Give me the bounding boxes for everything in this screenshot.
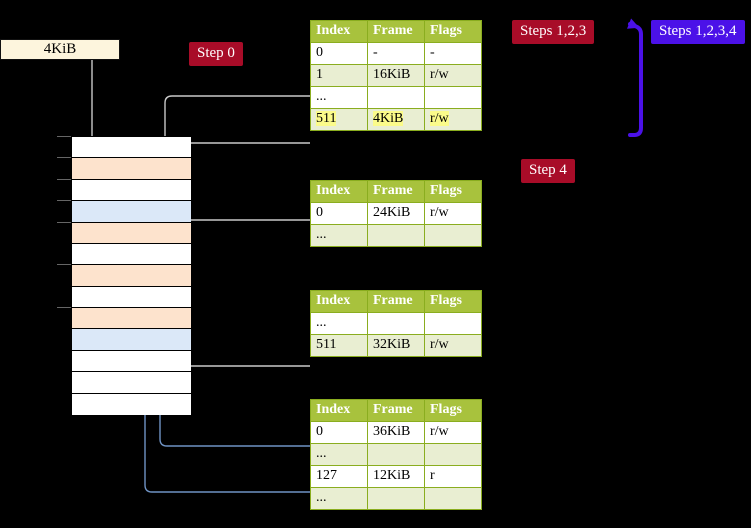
table-cell: 16KiB bbox=[367, 64, 425, 87]
table-row: ... bbox=[310, 443, 482, 466]
memory-frame-row bbox=[72, 137, 191, 159]
table-cell bbox=[424, 224, 482, 247]
column-header-flags: Flags bbox=[424, 180, 482, 203]
table-cell: 511 bbox=[310, 334, 368, 357]
table-cell: r/w bbox=[424, 421, 482, 444]
table-cell: r bbox=[424, 465, 482, 488]
memory-frame-row bbox=[72, 265, 191, 287]
table-cell bbox=[424, 86, 482, 109]
table-row: ... bbox=[310, 487, 482, 510]
column-header-frame: Frame bbox=[367, 180, 425, 203]
table-row: ... bbox=[310, 312, 482, 335]
memory-frame-row bbox=[72, 158, 191, 180]
column-header-index: Index bbox=[310, 180, 368, 203]
memory-frame-row bbox=[72, 243, 191, 266]
table-row: ... bbox=[310, 224, 482, 247]
memory-frame-row bbox=[72, 286, 191, 309]
table-cell: r/w bbox=[424, 64, 482, 87]
column-header-flags: Flags bbox=[424, 399, 482, 422]
memory-boundary-tick bbox=[57, 264, 71, 266]
column-header-index: Index bbox=[310, 399, 368, 422]
table-cell bbox=[367, 443, 425, 466]
table-cell: - bbox=[367, 42, 425, 65]
table-cell: 36KiB bbox=[367, 421, 425, 444]
badge-step-0: Step 0 bbox=[189, 42, 243, 66]
memory-boundary-tick bbox=[57, 307, 71, 309]
column-header-flags: Flags bbox=[424, 20, 482, 43]
memory-boundary-tick bbox=[57, 136, 71, 137]
badge-steps-123: Steps 1,2,3 bbox=[512, 20, 595, 44]
table-cell bbox=[367, 224, 425, 247]
highlighted-value: r/w bbox=[430, 111, 449, 126]
table-cell: ... bbox=[310, 443, 368, 466]
table-cell: ... bbox=[310, 487, 368, 510]
table-cell: 0 bbox=[310, 202, 368, 225]
memory-frame-row bbox=[72, 201, 191, 223]
table-cell: 127 bbox=[310, 465, 368, 488]
memory-frame-row bbox=[72, 222, 191, 244]
column-header-index: Index bbox=[310, 290, 368, 313]
physical-memory-column bbox=[71, 136, 191, 415]
memory-frame-row bbox=[72, 329, 191, 351]
table-cell: 32KiB bbox=[367, 334, 425, 357]
table-row: 0-- bbox=[310, 42, 482, 65]
memory-frame-row bbox=[72, 308, 191, 330]
table-cell: - bbox=[424, 42, 482, 65]
column-header-index: Index bbox=[310, 20, 368, 43]
frame-size-caption: 4KiB bbox=[0, 39, 120, 60]
memory-boundary-tick bbox=[57, 157, 71, 159]
memory-boundary-tick bbox=[57, 200, 71, 202]
table-row: 511 4KiB r/w bbox=[310, 108, 482, 131]
table-cell: 511 bbox=[310, 108, 368, 131]
table-row: ... bbox=[310, 86, 482, 109]
column-header-frame: Frame bbox=[367, 399, 425, 422]
memory-frame-row bbox=[72, 393, 191, 415]
table-cell bbox=[367, 312, 425, 335]
memory-boundary-tick bbox=[57, 221, 71, 223]
highlighted-value: 511 bbox=[316, 111, 337, 126]
table-cell: r/w bbox=[424, 108, 482, 131]
table-cell bbox=[367, 487, 425, 510]
table-cell: 0 bbox=[310, 42, 368, 65]
memory-frame-row bbox=[72, 350, 191, 373]
table-cell: 1 bbox=[310, 64, 368, 87]
column-header-frame: Frame bbox=[367, 20, 425, 43]
column-header-frame: Frame bbox=[367, 290, 425, 313]
table-cell: 4KiB bbox=[367, 108, 425, 131]
table-cell bbox=[424, 487, 482, 510]
table-cell: ... bbox=[310, 86, 368, 109]
highlighted-value: 4KiB bbox=[373, 111, 404, 126]
table-cell: 12KiB bbox=[367, 465, 425, 488]
table-cell: ... bbox=[310, 224, 368, 247]
badge-steps-1234: Steps 1,2,3,4 bbox=[651, 20, 745, 44]
badge-step-4: Step 4 bbox=[521, 159, 575, 183]
memory-frame-row bbox=[72, 179, 191, 202]
table-cell bbox=[424, 443, 482, 466]
table-cell: 0 bbox=[310, 421, 368, 444]
table-cell: ... bbox=[310, 312, 368, 335]
table-cell bbox=[424, 312, 482, 335]
memory-boundary-tick bbox=[57, 178, 71, 180]
table-cell: r/w bbox=[424, 202, 482, 225]
table-cell bbox=[367, 86, 425, 109]
memory-frame-row bbox=[72, 372, 191, 394]
table-cell: r/w bbox=[424, 334, 482, 357]
table-cell: 24KiB bbox=[367, 202, 425, 225]
column-header-flags: Flags bbox=[424, 290, 482, 313]
